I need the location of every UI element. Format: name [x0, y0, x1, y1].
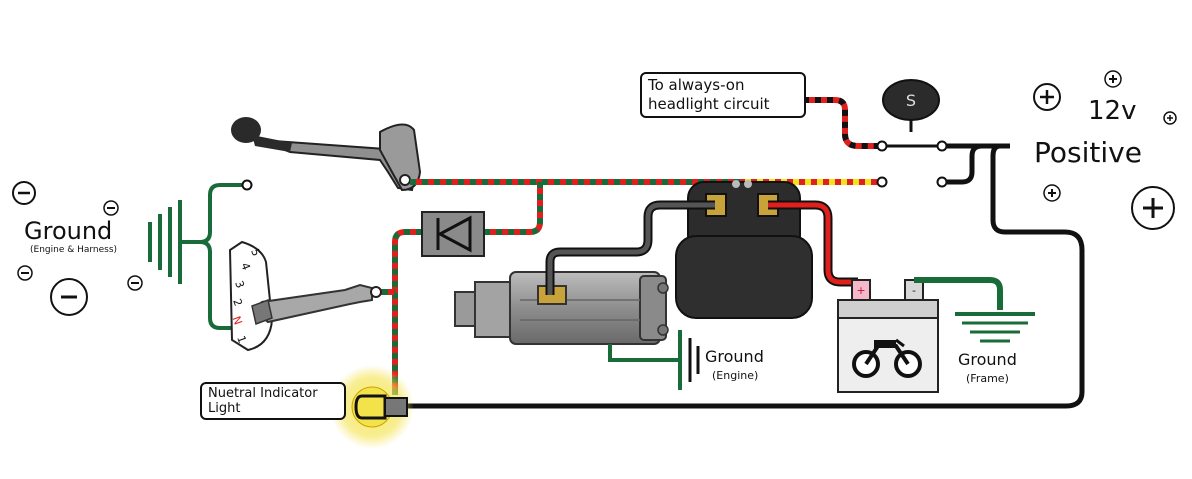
- ground-symbol-left: [148, 200, 200, 284]
- diode-icon: [421, 211, 485, 257]
- ground-left-label: Ground: [24, 217, 113, 245]
- start-button-icon: S: [882, 79, 940, 132]
- ground-wire-engine: [608, 344, 680, 362]
- neutral-callout: Nuetral Indicator Light: [200, 382, 346, 420]
- ground-engine-sublabel: (Engine): [712, 369, 759, 382]
- positive-12v-label: 12v: [1088, 96, 1137, 126]
- ground-frame-label: Ground: [958, 350, 1017, 369]
- wire-diode-to-neutral: [392, 229, 422, 395]
- ground-wire-left-lower: [199, 240, 238, 330]
- ground-engine-label: Ground: [705, 347, 764, 366]
- neutral-light-icon: [351, 386, 408, 428]
- battery-plus-label: +: [856, 284, 865, 297]
- headlight-callout-line2: headlight circuit: [648, 95, 770, 113]
- ground-left-sublabel: (Engine & Harness): [30, 245, 118, 255]
- wire-headlight: [803, 97, 878, 149]
- minus-sign-icon: [12, 181, 143, 316]
- neutral-callout-line2: Light: [208, 401, 241, 416]
- plus-sign-icon: [1033, 70, 1177, 230]
- battery-icon: + -: [837, 279, 939, 393]
- wire-positive-to-neutral: [405, 143, 1085, 409]
- shift-lever-icon: [251, 283, 382, 326]
- motorcycle-icon: [852, 338, 922, 378]
- terminal-dot: [241, 179, 253, 191]
- neutral-callout-line1: Nuetral Indicator: [208, 386, 318, 401]
- ground-wire-left: [199, 183, 245, 244]
- starter-solenoid-icon: [675, 180, 813, 319]
- battery-minus-label: -: [912, 284, 916, 297]
- headlight-callout: To always-on headlight circuit: [640, 72, 806, 118]
- headlight-callout-line1: To always-on: [648, 76, 745, 94]
- ground-symbol-frame: [955, 312, 1035, 343]
- ground-frame-sublabel: (Frame): [966, 372, 1009, 385]
- clutch-lever-icon: [231, 117, 422, 192]
- gear-indicator: [228, 240, 274, 352]
- ground-symbol-engine: [678, 330, 700, 390]
- wire-to-diode: [485, 182, 543, 235]
- ground-wire-frame: [914, 277, 1003, 310]
- starter-motor-icon: [454, 271, 669, 345]
- start-button-label: S: [906, 91, 916, 110]
- positive-word-label: Positive: [1034, 136, 1142, 169]
